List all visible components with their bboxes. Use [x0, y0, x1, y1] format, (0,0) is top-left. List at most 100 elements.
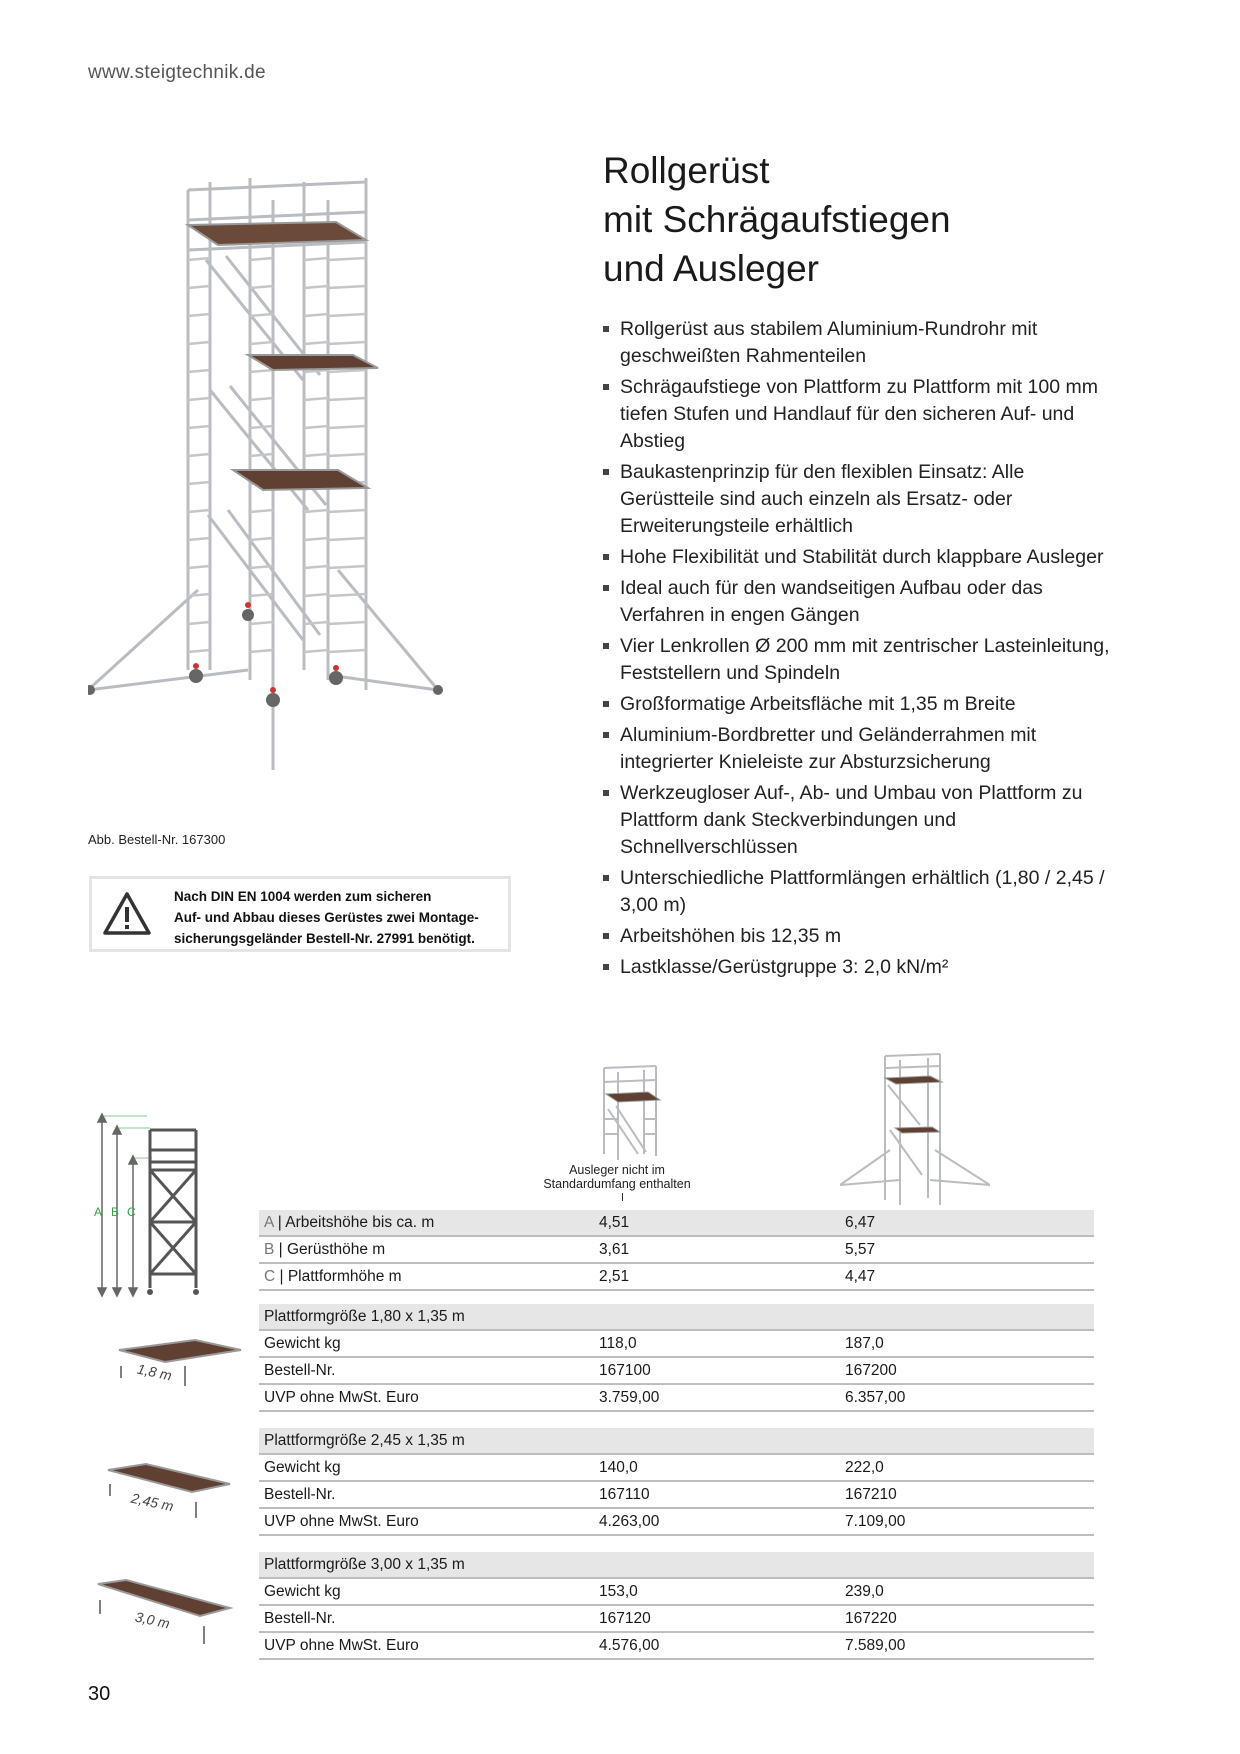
scaffold-rung: [187, 424, 211, 430]
bullet-icon: [603, 933, 609, 939]
bullet-icon: [603, 326, 609, 332]
scaffold-rung: [187, 564, 211, 570]
bullet-icon: [603, 875, 609, 881]
scaffold-rung: [327, 648, 367, 654]
scaffold-rung: [249, 620, 274, 626]
bullet-icon: [603, 701, 609, 707]
scaffold-rung: [327, 620, 367, 626]
title-line: und Ausleger: [603, 248, 820, 289]
value-cell: 6.357,00: [840, 1384, 1094, 1412]
value-cell: 4.576,00: [594, 1632, 840, 1660]
scaffold-rung: [249, 424, 274, 430]
scaffold-rung: [327, 424, 367, 430]
row-label: Bestell-Nr.: [259, 1481, 594, 1509]
value-cell: 167100: [594, 1357, 840, 1385]
scaffold-rung: [303, 396, 329, 402]
value-cell: 5,57: [840, 1236, 1094, 1264]
scaffold-rung: [303, 312, 329, 318]
feature-text: Schrägaufstiege von Plattform zu Plattfo…: [620, 376, 1098, 452]
scaffold-rung: [187, 452, 211, 458]
table-header-row: Plattformgröße 3,00 x 1,35 m: [259, 1552, 1094, 1579]
platform-size-title: Plattformgröße 2,45 x 1,35 m: [259, 1428, 1094, 1455]
scaffold-rung: [187, 620, 211, 626]
scaffold-rung: [327, 312, 367, 318]
outrigger-note: Ausleger nicht im Standardumfang enthalt…: [527, 1163, 707, 1191]
feature-text: Lastklasse/Gerüstgruppe 3: 2,0 kN/m²: [620, 956, 949, 978]
row-letter: C: [264, 1267, 276, 1285]
warning-line: Auf- und Abbau dieses Gerüstes zwei Mont…: [174, 910, 479, 925]
value-cell: 4.263,00: [594, 1508, 840, 1536]
row-label: B | Gerüsthöhe m: [259, 1236, 594, 1264]
value-cell: 4,51: [594, 1210, 840, 1237]
feature-item: Hohe Flexibilität und Stabilität durch k…: [603, 544, 1123, 571]
value-cell: 2,51: [594, 1263, 840, 1291]
feature-item: Werkzeugloser Auf-, Ab- und Umbau von Pl…: [603, 780, 1123, 861]
scaffold-rung: [187, 340, 211, 346]
scaffold-rung: [303, 424, 329, 430]
value-cell: 222,0: [840, 1454, 1094, 1482]
value-cell: 167210: [840, 1481, 1094, 1509]
feature-item: Lastklasse/Gerüstgruppe 3: 2,0 kN/m²: [603, 954, 1123, 981]
value-cell: 7.109,00: [840, 1508, 1094, 1536]
feature-text: Rollgerüst aus stabilem Aluminium-Rundro…: [620, 318, 1038, 367]
bullet-icon: [603, 732, 609, 738]
feature-text: Werkzeugloser Auf-, Ab- und Umbau von Pl…: [620, 782, 1083, 858]
scaffold-rung: [249, 536, 274, 542]
value-cell: 239,0: [840, 1578, 1094, 1606]
table-row: B | Gerüsthöhe m 3,61 5,57: [259, 1236, 1094, 1264]
feature-text: Vier Lenkrollen Ø 200 mm mit zentrischer…: [620, 635, 1110, 684]
scaffold-rung: [327, 396, 367, 402]
feature-item: Aluminium-Bordbretter und Geländerrahmen…: [603, 722, 1123, 776]
scaffold-rung: [249, 648, 274, 654]
value-cell: 187,0: [840, 1330, 1094, 1358]
value-cell: 6,47: [840, 1210, 1094, 1237]
value-cell: 153,0: [594, 1578, 840, 1606]
scaffold-rung: [327, 340, 367, 346]
image-caption: Abb. Bestell-Nr. 167300: [88, 832, 226, 847]
scaffold-rung: [249, 396, 274, 402]
row-label-text: | Gerüsthöhe m: [274, 1240, 386, 1258]
value-cell: 7.589,00: [840, 1632, 1094, 1660]
scaffold-rung: [187, 284, 211, 290]
bullet-icon: [603, 585, 609, 591]
product-title: Rollgerüst mit Schrägaufstiegen und Ausl…: [603, 146, 1163, 293]
warning-text: Nach DIN EN 1004 werden zum sicheren Auf…: [174, 886, 504, 949]
row-label: Gewicht kg: [259, 1330, 594, 1358]
table-row: A | Arbeitshöhe bis ca. m 4,51 6,47: [259, 1210, 1094, 1237]
scaffold-rung: [187, 396, 211, 402]
scaffold-rung: [303, 284, 329, 290]
scaffold-rung: [327, 256, 367, 262]
row-letter: B: [264, 1240, 275, 1258]
scaffold-rung: [249, 592, 274, 598]
row-label: C | Plattformhöhe m: [259, 1263, 594, 1291]
value-cell: 4,47: [840, 1263, 1094, 1291]
scaffold-rung: [187, 368, 211, 374]
scaffold-rung: [327, 452, 367, 458]
safety-warning-box: Nach DIN EN 1004 werden zum sicheren Auf…: [89, 876, 511, 952]
scaffold-rung: [303, 256, 329, 262]
platform-illustration-1: [118, 1338, 242, 1386]
scaffold-rung: [327, 508, 367, 514]
feature-text: Unterschiedliche Plattformlängen erhältl…: [620, 867, 1105, 916]
platform-illustration-3: [97, 1578, 234, 1644]
scaffold-rung: [303, 620, 329, 626]
bullet-icon: [603, 790, 609, 796]
row-label: A | Arbeitshöhe bis ca. m: [259, 1210, 594, 1237]
value-cell: 167200: [840, 1357, 1094, 1385]
bullet-icon: [603, 964, 609, 970]
platform-illustration-2: [107, 1462, 231, 1518]
scaffold-rung: [327, 368, 367, 374]
title-line: mit Schrägaufstiegen: [603, 199, 951, 240]
tall-scaffold-illustration: [840, 1053, 990, 1205]
platform-size-title: Plattformgröße 1,80 x 1,35 m: [259, 1304, 1094, 1331]
row-label: UVP ohne MwSt. Euro: [259, 1384, 594, 1412]
platform-size-title: Plattformgröße 3,00 x 1,35 m: [259, 1552, 1094, 1579]
row-label: Bestell-Nr.: [259, 1357, 594, 1385]
